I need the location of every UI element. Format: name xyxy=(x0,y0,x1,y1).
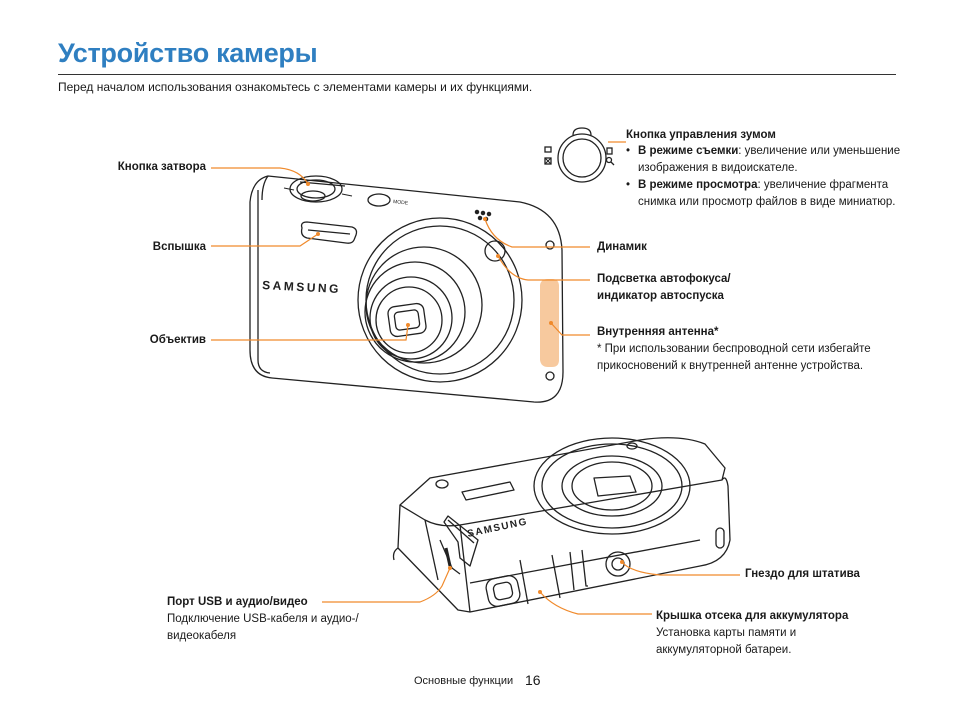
label-shutter-button: Кнопка затвора xyxy=(117,161,206,173)
title-rule xyxy=(58,74,896,75)
leader-speaker xyxy=(484,218,590,248)
front-brand-logo: SAMSUNG xyxy=(262,278,341,296)
leader-lines xyxy=(211,141,740,615)
leader-battery xyxy=(539,591,652,615)
zoom-term: В режиме просмотра xyxy=(638,179,758,191)
leader-tripod xyxy=(621,561,740,576)
label-battery-cover: Крышка отсека для аккумулятора xyxy=(656,610,849,622)
label-usb-port: Порт USB и аудио/видео xyxy=(167,596,308,608)
label-zoom-control: Кнопка управления зумом xyxy=(626,129,776,141)
leader-shutter xyxy=(211,167,309,185)
zoom-mode-list: В режиме съемки: увеличение или уменьшен… xyxy=(626,143,916,211)
zoom-control-icon xyxy=(544,127,615,183)
usb-desc-2: видеокабеля xyxy=(167,630,237,642)
camera-bottom xyxy=(392,437,731,613)
page-number: 16 xyxy=(525,672,541,688)
label-tripod-socket: Гнездо для штатива xyxy=(745,568,860,580)
zoom-item-playback: В режиме просмотра: увеличение фрагмента… xyxy=(626,177,916,211)
antenna-note: * При использовании беспроводной сети из… xyxy=(597,343,871,372)
leader-af-lamp xyxy=(497,255,590,281)
label-af-lamp-1: Подсветка автофокуса/ xyxy=(597,273,731,285)
zoom-desc: : увеличение или уменьшение изображения … xyxy=(638,145,901,174)
label-antenna: Внутренняя антенна* xyxy=(597,326,719,338)
zoom-desc: : увеличение фрагмента снимка или просмо… xyxy=(638,179,896,208)
footer-section: Основные функции xyxy=(414,675,514,687)
leader-dots xyxy=(306,182,624,594)
zoom-item-shooting: В режиме съемки: увеличение или уменьшен… xyxy=(626,143,916,177)
label-flash: Вспышка xyxy=(152,241,206,253)
bottom-brand-logo: SAMSUNG xyxy=(466,516,529,540)
label-af-lamp-2: индикатор автоспуска xyxy=(597,290,724,302)
leader-flash xyxy=(211,233,319,247)
page-title: Устройство камеры xyxy=(58,38,318,68)
leader-lens xyxy=(211,324,409,341)
battery-desc-1: Установка карты памяти и xyxy=(656,627,797,639)
leader-antenna xyxy=(550,322,590,336)
battery-desc-2: аккумуляторной батареи. xyxy=(656,644,792,656)
mode-label: MODE xyxy=(393,199,409,207)
intro-text: Перед началом использования ознакомьтесь… xyxy=(58,80,533,94)
zoom-term: В режиме съемки xyxy=(638,145,739,157)
label-lens: Объектив xyxy=(149,334,206,346)
usb-desc-1: Подключение USB-кабеля и аудио-/ xyxy=(167,613,359,625)
label-speaker: Динамик xyxy=(597,241,647,253)
leader-usb xyxy=(322,567,451,603)
